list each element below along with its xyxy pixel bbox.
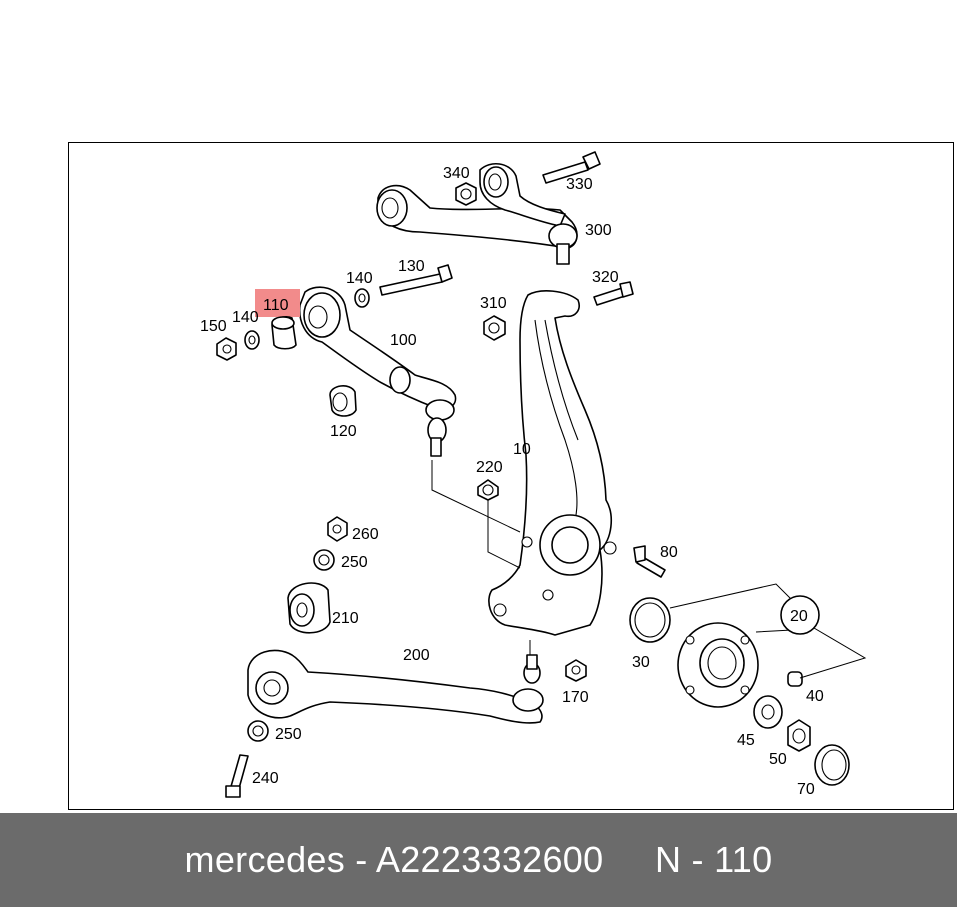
seal-30 xyxy=(629,597,671,643)
bolt-330 xyxy=(542,151,601,184)
nut-150 xyxy=(216,337,237,361)
label-140-upper: 140 xyxy=(346,270,373,287)
callout-circle-20 xyxy=(780,595,820,635)
label-120: 120 xyxy=(330,423,357,440)
label-100: 100 xyxy=(390,332,417,349)
label-110: 110 xyxy=(263,297,289,314)
label-310: 310 xyxy=(480,295,507,312)
lead-line-220 xyxy=(487,500,521,569)
label-50: 50 xyxy=(769,751,787,768)
label-45: 45 xyxy=(737,732,755,749)
washer-250-lower xyxy=(247,720,269,742)
lead-line-20 xyxy=(669,583,867,679)
control-arm-100 xyxy=(298,286,457,457)
nut-260 xyxy=(327,516,348,542)
bushing-210 xyxy=(287,582,331,634)
label-150: 150 xyxy=(200,318,227,335)
label-210: 210 xyxy=(332,610,359,627)
wheel-hub-20 xyxy=(677,622,759,708)
bolt-320 xyxy=(593,281,634,306)
lead-line-ball-joint xyxy=(431,460,521,533)
label-300: 300 xyxy=(585,222,612,239)
washer-250-upper xyxy=(313,549,335,571)
control-arm-200 xyxy=(247,649,544,724)
label-220: 220 xyxy=(476,459,503,476)
nut-50 xyxy=(787,719,811,752)
label-320: 320 xyxy=(592,269,619,286)
label-250-upper: 250 xyxy=(341,554,368,571)
label-170: 170 xyxy=(562,689,589,706)
cap-70 xyxy=(814,744,850,786)
nut-170 xyxy=(565,659,587,682)
bolt-80 xyxy=(633,545,666,578)
bushing-110 xyxy=(271,316,297,350)
stud-40 xyxy=(787,671,803,687)
label-250-lower: 250 xyxy=(275,726,302,743)
label-10: 10 xyxy=(513,441,531,458)
steering-knuckle-10 xyxy=(488,290,617,636)
label-340: 340 xyxy=(443,165,470,182)
nut-340 xyxy=(455,182,477,206)
highlight-box-110 xyxy=(255,289,300,317)
label-40: 40 xyxy=(806,688,824,705)
label-240: 240 xyxy=(252,770,279,787)
label-20: 20 xyxy=(790,608,808,625)
label-140-lower: 140 xyxy=(232,309,259,326)
label-70: 70 xyxy=(797,781,815,798)
nut-220 xyxy=(477,479,499,501)
label-330: 330 xyxy=(566,176,593,193)
label-130: 130 xyxy=(398,258,425,275)
label-200: 200 xyxy=(403,647,430,664)
suspension-parts-diagram: 340 330 300 140 130 320 110 140 150 310 … xyxy=(200,151,867,798)
part-number-caption: mercedes - A2223332600 N - 110 xyxy=(184,839,773,880)
bolt-130 xyxy=(379,264,453,296)
bolt-240 xyxy=(225,754,249,798)
label-260: 260 xyxy=(352,526,379,543)
label-30: 30 xyxy=(632,654,650,671)
bushing-120 xyxy=(329,385,357,417)
upper-control-arm-300 xyxy=(376,163,578,265)
washer-45 xyxy=(753,695,783,729)
footer-bar: mercedes - A2223332600 N - 110 xyxy=(0,813,957,907)
label-80: 80 xyxy=(660,544,678,561)
nut-310 xyxy=(483,315,506,341)
